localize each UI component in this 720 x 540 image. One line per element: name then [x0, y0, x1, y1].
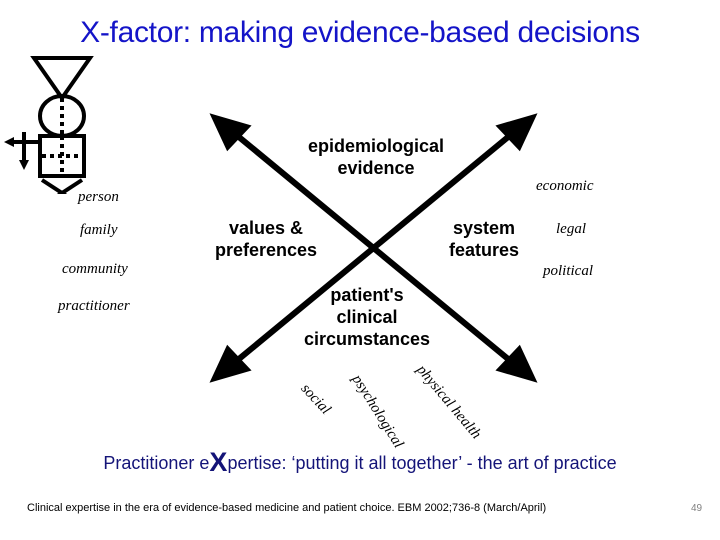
page-title: X-factor: making evidence-based decision…	[80, 16, 640, 49]
heading-system-features: system features	[448, 218, 520, 260]
label-physical-health: physical health	[413, 362, 485, 443]
heading-values-and-preferences: values & preferences	[214, 218, 318, 260]
reference-citation: Clinical expertise in the era of evidenc…	[27, 502, 547, 514]
label-community: community	[62, 261, 128, 277]
label-practitioner: practitioner	[58, 298, 130, 314]
page-number: 49	[691, 503, 703, 514]
label-social: social	[297, 380, 334, 418]
person-figure-icon	[4, 54, 114, 208]
caption-big-x: X	[209, 447, 228, 477]
caption-practitioner-expertise: Practitioner eXpertise: ‘putting it all …	[0, 449, 720, 476]
label-political: political	[543, 263, 593, 279]
label-psychological: psychological	[348, 371, 407, 452]
label-family: family	[80, 222, 118, 238]
caption-before-x: Practitioner e	[103, 453, 210, 473]
heading-epidemiological-evidence: epidemiological evidence	[307, 136, 445, 178]
caption-after-x: pertise: ‘putting it all together’ - the…	[227, 453, 617, 473]
label-person: person	[78, 189, 119, 205]
label-economic: economic	[536, 178, 594, 194]
label-legal: legal	[556, 221, 586, 237]
heading-patients-clinical-circumstances: patient's clinical circumstances	[303, 285, 431, 349]
